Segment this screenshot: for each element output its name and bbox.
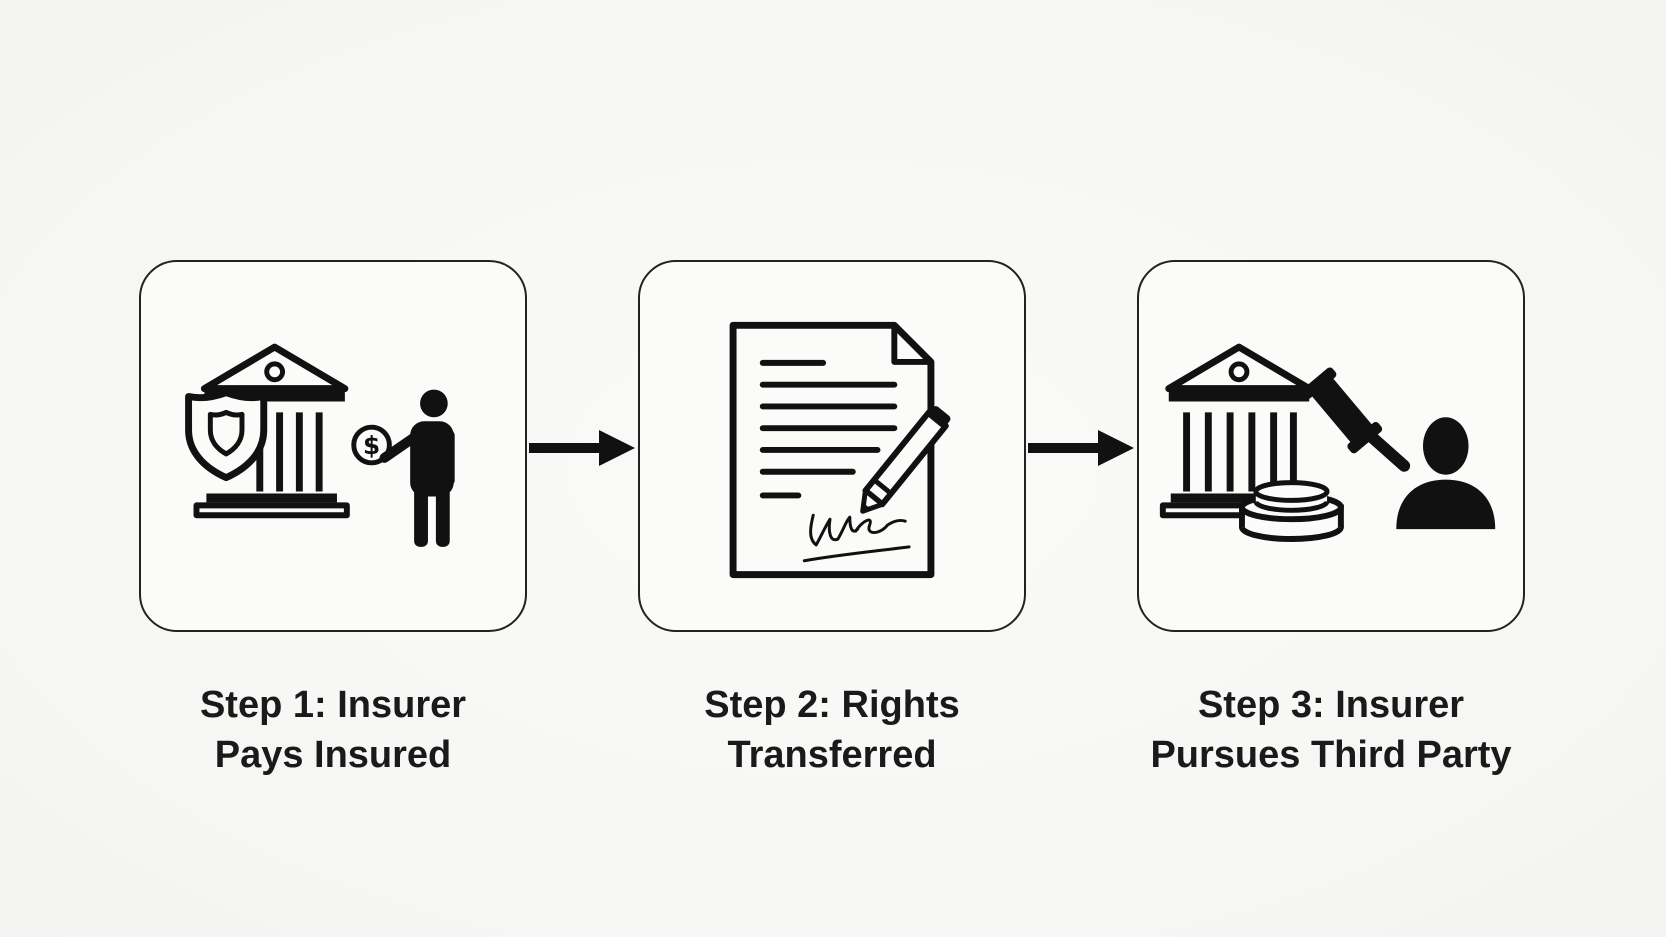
step-1-label-line-1: Step 1: Insurer xyxy=(199,684,467,726)
step-3-label-line-1: Step 3: Insurer xyxy=(1197,684,1465,726)
step-3-card xyxy=(1137,260,1525,632)
step-3-label-line-2: Pursues Third Party xyxy=(1150,734,1512,776)
step-3-illustration xyxy=(1159,343,1496,542)
step-3-label: Step 3: Insurer Pursues Third Party xyxy=(1111,680,1551,780)
dollar-coin-icon: $ xyxy=(351,424,392,466)
arrow-right-icon xyxy=(1028,430,1134,466)
signature-icon xyxy=(802,513,911,563)
person-icon xyxy=(379,389,455,547)
person-silhouette-icon xyxy=(1396,417,1496,530)
arrow-right-icon xyxy=(529,430,635,466)
step-1-card: $ xyxy=(139,260,527,632)
pencil-icon xyxy=(860,406,951,514)
step-1-label-line-2: Pays Insured xyxy=(214,734,452,776)
sound-block-icon xyxy=(1238,480,1344,542)
document-icon xyxy=(729,321,935,579)
step-2-label: Step 2: Rights Transferred xyxy=(612,680,1052,780)
step-2-card xyxy=(638,260,1026,632)
svg-text:$: $ xyxy=(363,431,380,460)
bank-icon xyxy=(1159,343,1313,519)
step-1-illustration: $ xyxy=(185,343,455,547)
step-2-label-line-1: Step 2: Rights xyxy=(704,684,960,726)
step-2-label-line-2: Transferred xyxy=(727,734,937,776)
gavel-icon xyxy=(1301,367,1411,472)
step-1-label: Step 1: Insurer Pays Insured xyxy=(113,680,553,780)
step-2-illustration xyxy=(729,321,951,579)
shield-icon xyxy=(185,389,268,482)
